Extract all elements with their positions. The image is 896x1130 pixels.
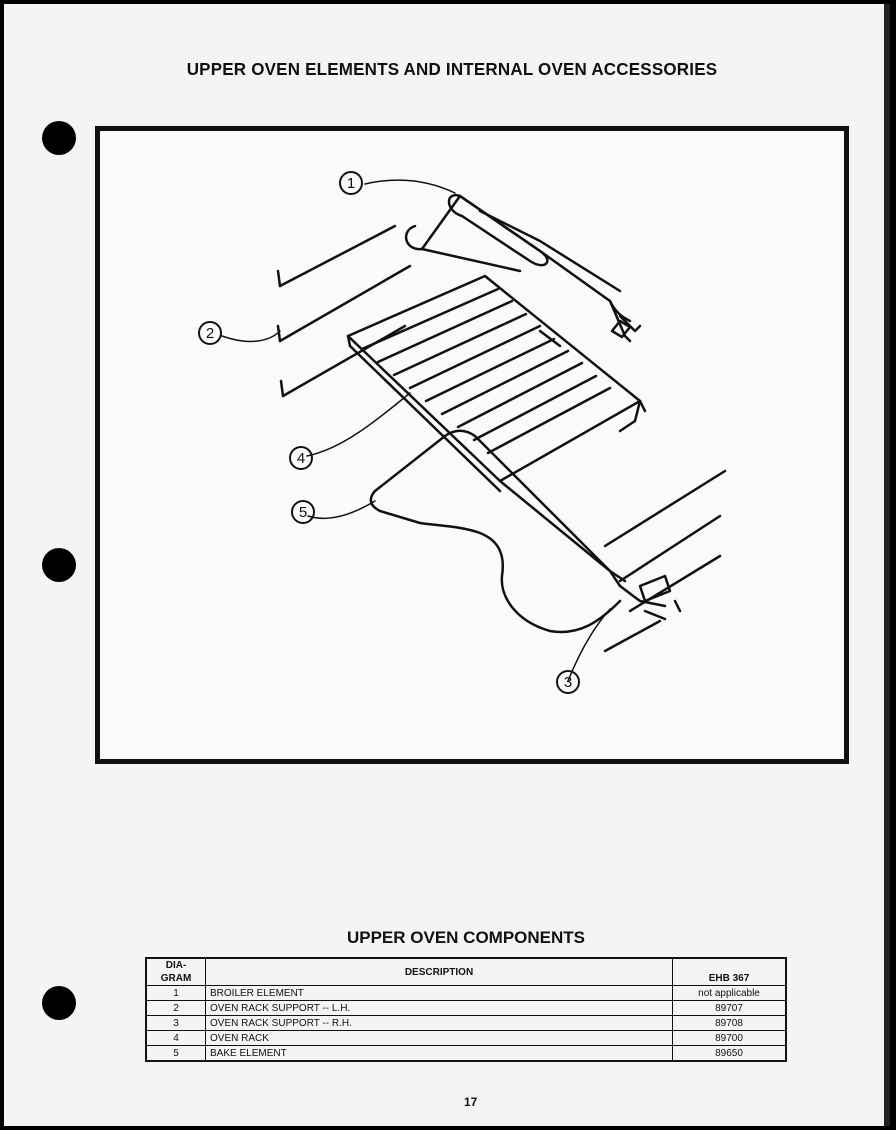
bake-element-drawing [369,429,667,634]
punch-hole-top [42,121,76,155]
table-row: 3 OVEN RACK SUPPORT -- R.H. 89708 [145,1015,787,1031]
callout-1: 1 [347,175,355,192]
punch-hole-bottom [42,986,76,1020]
document-page: UPPER OVEN ELEMENTS AND INTERNAL OVEN AC… [4,4,890,1126]
callout-5: 5 [299,504,307,521]
table-row: 2 OVEN RACK SUPPORT -- L.H. 89707 [145,1000,787,1016]
rack-support-left-drawing [276,224,412,398]
rack-support-right-drawing [603,469,727,653]
callout-4: 4 [297,450,305,467]
callout-circles [198,171,580,694]
components-table: DIA- GRAM DESCRIPTION EHB 367 1 BROILER … [145,957,787,1062]
broiler-element-drawing [404,193,642,343]
page-title: UPPER OVEN ELEMENTS AND INTERNAL OVEN AC… [186,59,718,80]
components-title: UPPER OVEN COMPONENTS [346,928,586,947]
exploded-parts-diagram: 1 2 3 4 5 [95,126,849,764]
leader-lines [221,179,611,682]
punch-hole-middle [42,548,76,582]
table-row: 1 BROILER ELEMENT not applicable [145,985,787,1001]
header-model: EHB 367 [672,957,787,986]
table-row: 4 OVEN RACK 89700 [145,1030,787,1046]
callout-3: 3 [564,674,572,691]
page-number: 17 [464,1095,478,1109]
header-diagram: DIA- GRAM [145,957,206,986]
oven-parts-drawing: 1 2 3 4 5 [198,171,727,694]
header-description: DESCRIPTION [205,957,673,986]
table-row: 5 BAKE ELEMENT 89650 [145,1045,787,1062]
table-header-row: DIA- GRAM DESCRIPTION EHB 367 [145,957,787,986]
oven-rack-drawing [346,274,647,583]
callout-2: 2 [206,325,214,342]
